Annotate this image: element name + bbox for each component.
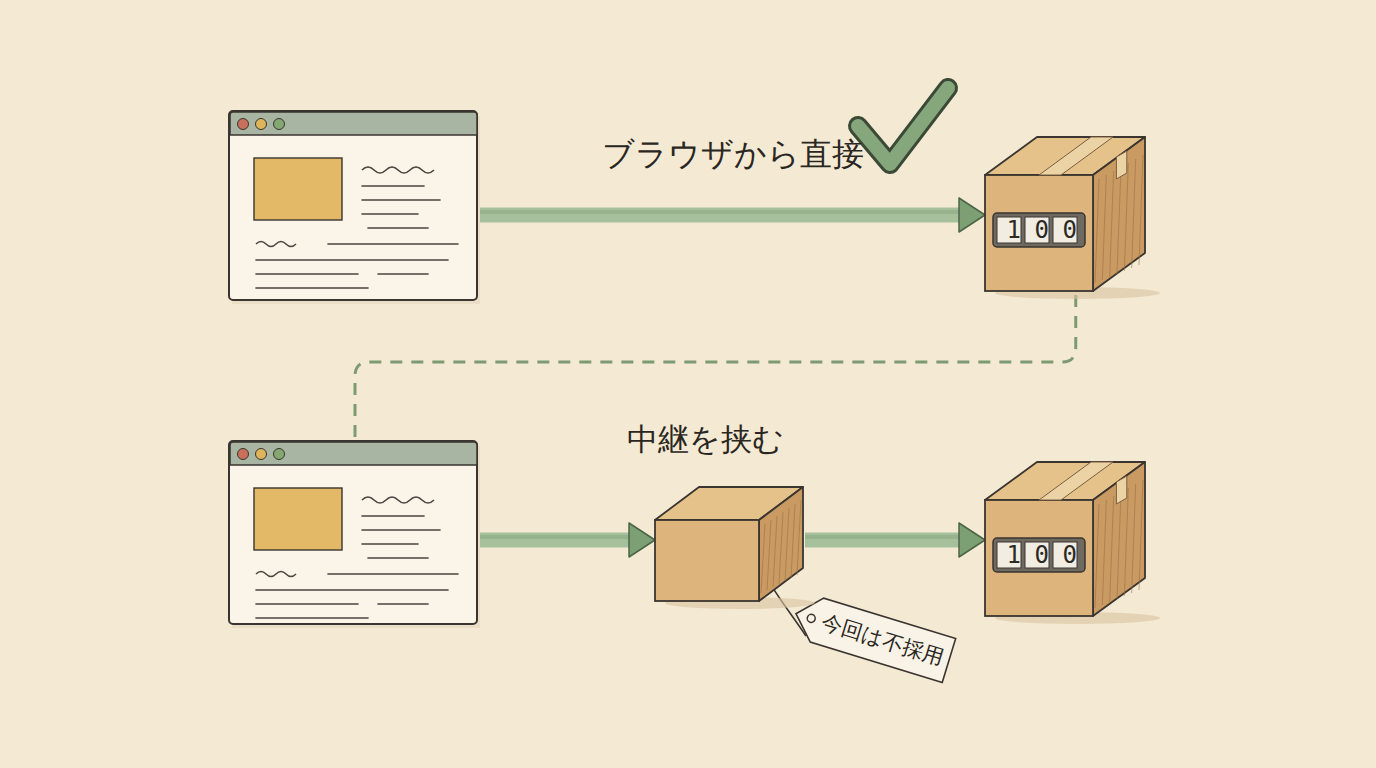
arrow-shaft [480, 208, 963, 223]
box-drawing [655, 485, 805, 605]
browser-drawing [228, 110, 480, 304]
arrow-head [959, 523, 985, 557]
tag-note: 今回は不採用 [813, 603, 953, 677]
counter-number: 100 [993, 538, 1085, 572]
box-heading: 中継を挟む [615, 419, 795, 461]
counter-box: 100 [985, 460, 1150, 620]
dashed-line [355, 295, 1076, 440]
dashed-connector [355, 295, 1076, 440]
arrow-shaft-shade [480, 535, 633, 539]
arrow-head [959, 198, 985, 232]
browser-window [228, 110, 480, 304]
arrow-head [629, 523, 655, 557]
flow-arrow [480, 523, 655, 557]
counter-box: 100 [985, 135, 1150, 295]
arrow-shaft-shade [480, 210, 963, 214]
tag-shape [789, 592, 955, 683]
flow-arrow [805, 523, 985, 557]
box-drawing [985, 460, 1150, 620]
browser-window [228, 440, 480, 628]
relay-box: 中継を挟む [655, 485, 805, 605]
tag-hole [806, 613, 816, 623]
checkmark [858, 88, 948, 164]
box-drawing [985, 135, 1150, 295]
counter-number: 100 [993, 213, 1085, 247]
checkmark-outline [858, 88, 948, 164]
flow-arrow [480, 198, 985, 232]
tag-group [789, 592, 955, 683]
arrow-shaft-shade [805, 535, 963, 539]
arrow-shaft [805, 533, 963, 548]
arrow-label: ブラウザから直接 [483, 133, 983, 177]
browser-drawing [228, 440, 480, 628]
arrow-shaft [480, 533, 633, 548]
